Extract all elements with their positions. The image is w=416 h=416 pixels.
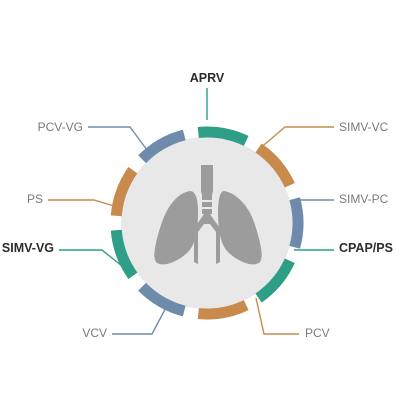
connector-pcv	[255, 297, 299, 335]
segment-aprv	[197, 126, 249, 146]
connector-simv-vc	[257, 126, 334, 151]
segment-simv-vc	[255, 143, 295, 188]
mode-segments	[110, 126, 304, 320]
label-aprv: APRV	[190, 71, 225, 85]
connector-ps	[48, 199, 115, 207]
segment-cpap-ps	[255, 258, 295, 303]
connector-pcv-vg	[88, 126, 151, 155]
label-simv-vc: SIMV-VC	[339, 120, 389, 134]
segment-pcv	[197, 300, 249, 320]
label-simv-pc: SIMV-PC	[339, 192, 389, 206]
segment-simv-vg	[110, 229, 138, 280]
label-ps: PS	[27, 192, 43, 206]
segment-pcv-vg	[138, 129, 186, 164]
label-pcv: PCV	[305, 326, 330, 340]
label-pcv-vg: PCV-VG	[38, 120, 83, 134]
segment-ps	[110, 166, 138, 217]
mode-labels: APRV SIMV-VC SIMV-PC CPAP/PS PCV VCV SIM…	[2, 71, 393, 340]
label-connectors	[48, 88, 334, 335]
connector-simv-vg	[59, 249, 123, 267]
label-cpap-ps: CPAP/PS	[339, 241, 393, 255]
lungs-icon	[154, 165, 262, 265]
label-vcv: VCV	[82, 326, 107, 340]
segment-vcv	[138, 282, 186, 317]
segment-simv-pc	[289, 197, 304, 249]
connector-vcv	[112, 299, 171, 335]
label-simv-vg: SIMV-VG	[2, 241, 54, 255]
